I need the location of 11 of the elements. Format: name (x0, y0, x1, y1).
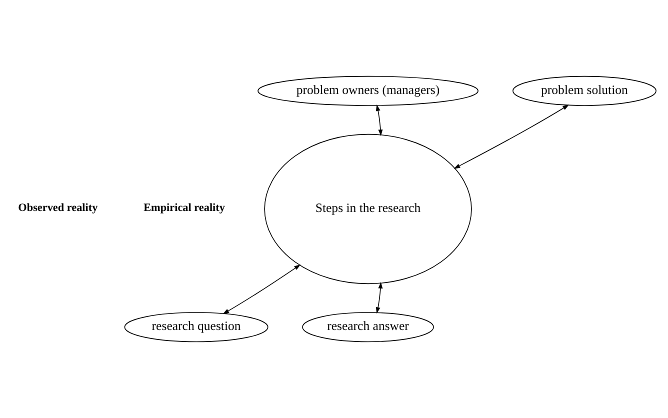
node-ellipse: research answer (302, 312, 434, 342)
node-ellipse: problem solution (512, 76, 656, 106)
arrow (376, 104, 383, 136)
node-ellipse: research question (124, 312, 268, 342)
node-ellipse: problem owners (managers) (258, 76, 478, 106)
arrow (454, 104, 570, 169)
label: Observed reality (18, 202, 98, 214)
node-ellipse: Steps in the research (264, 134, 472, 284)
arrow (222, 264, 301, 314)
label: Empirical reality (144, 202, 225, 214)
arrow (376, 282, 383, 314)
